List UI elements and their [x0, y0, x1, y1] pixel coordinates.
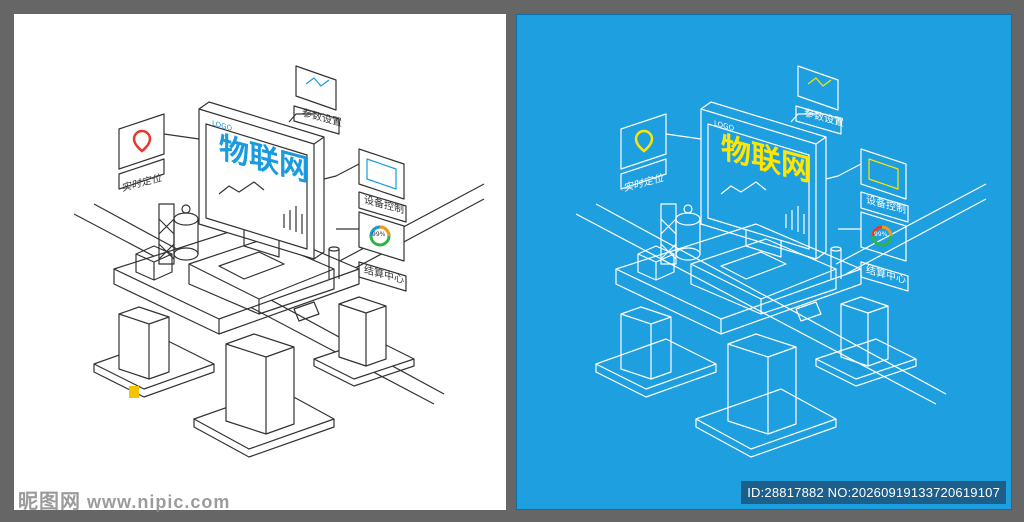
- id-info-bar: ID:28817882 NO:20260919133720619107: [741, 481, 1006, 504]
- illustration-panel-white: 物联网 LOGO 参数设置 实时定位 设备控制 结算中心 99%: [14, 14, 506, 510]
- iot-illustration-line: [73, 65, 485, 458]
- watermark-url: www.nipic.com: [87, 492, 231, 512]
- illustration-panel-blue: 物联网 LOGO 参数设置 实时定位 设备控制 结算中心 99% ID:2881…: [516, 14, 1012, 510]
- iot-illustration-blue: [575, 65, 987, 458]
- gauge-text-blue: 99%: [874, 231, 888, 238]
- watermark: 昵图网 www.nipic.com: [18, 485, 230, 514]
- watermark-brand: 昵图网: [18, 489, 81, 513]
- gauge-text: 99%: [372, 231, 386, 238]
